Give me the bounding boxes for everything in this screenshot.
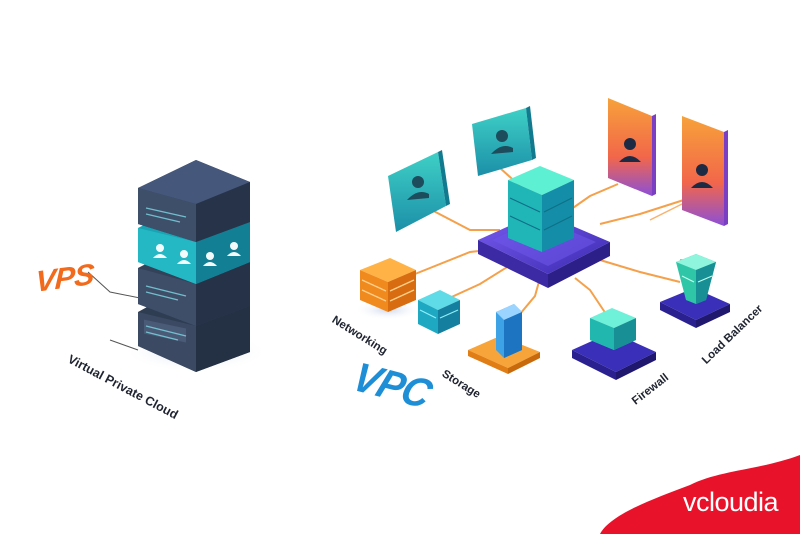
- firewall-node: [572, 308, 656, 380]
- networking-node: [354, 258, 422, 320]
- brand-logo: vcloudia: [683, 487, 779, 517]
- user-card-left: [388, 150, 450, 232]
- user-card-right-1: [608, 98, 656, 196]
- user-icon: [619, 138, 641, 162]
- user-card-center: [472, 106, 536, 176]
- user-icon: [691, 164, 713, 188]
- user-icon: [407, 176, 429, 200]
- load-balancer-node: [660, 254, 730, 328]
- vpc-core-hub: [478, 166, 610, 288]
- compute-node: [418, 290, 460, 334]
- storage-node: [468, 304, 540, 374]
- user-card-right-2: [682, 116, 728, 226]
- user-icon: [491, 130, 513, 154]
- vps-server-stack: [87, 160, 268, 372]
- brand-corner: [600, 455, 800, 534]
